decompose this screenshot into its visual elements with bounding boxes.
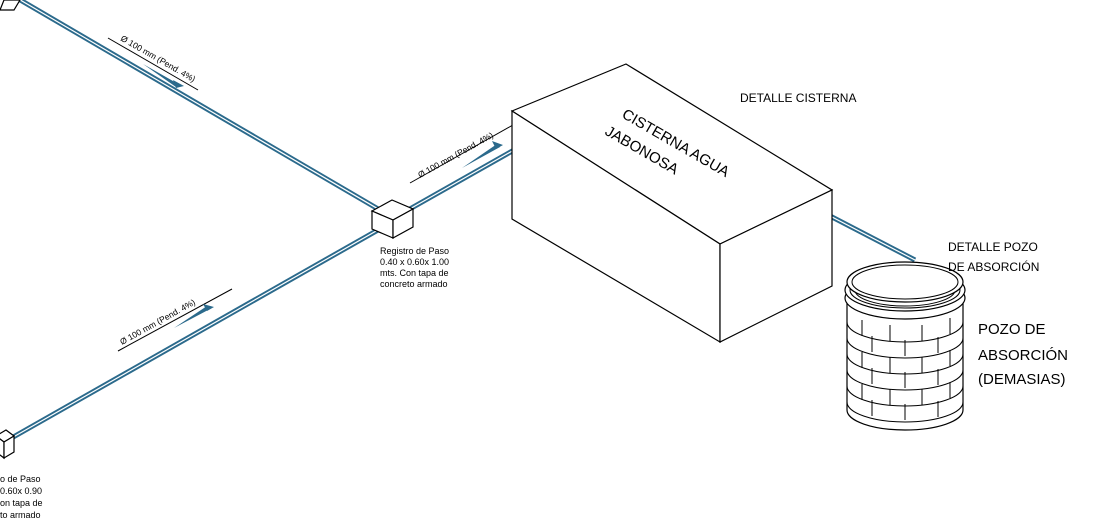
registro-center-line: mts. Con tapa de [380, 268, 449, 278]
flow-arrow [143, 64, 180, 87]
fitting-top-left [0, 0, 21, 11]
detalle-pozo-label: DETALLE POZO DE ABSORCIÓN [948, 240, 1039, 274]
registro-center-box [370, 199, 415, 240]
pozo-title-line: POZO DE [978, 321, 1046, 338]
registro-bottom-line: to armado [0, 510, 41, 520]
pozo-title-line: ABSORCIÓN [978, 347, 1068, 364]
pozo-absorcion [844, 261, 966, 431]
registro-bottom-line: o de Paso [0, 474, 41, 484]
pozo-title: POZO DE ABSORCIÓN (DEMASIAS) [978, 321, 1068, 388]
flow-arrow [174, 306, 210, 328]
pipe-registro-to-cisterna [406, 147, 516, 213]
pipe-label-top-left: Ø 100 mm (Pend. 4%) [119, 33, 197, 84]
registro-center-label: Registro de Paso 0.40 x 0.60x 1.00 mts. … [380, 246, 449, 289]
detalle-pozo-line: DE ABSORCIÓN [948, 259, 1039, 274]
detalle-pozo-line: DETALLE POZO [948, 240, 1038, 254]
registro-bottom-label: o de Paso 0.60x 0.90 on tapa de to armad… [0, 474, 43, 520]
pozo-title-line: (DEMASIAS) [978, 371, 1066, 388]
dimension-top-left [107, 37, 199, 91]
registro-center-line: concreto armado [380, 279, 448, 289]
flow-arrow [462, 144, 500, 168]
dimension-center [409, 120, 521, 184]
registro-bottom-line: 0.60x 0.90 [0, 486, 42, 496]
registro-center-line: 0.40 x 0.60x 1.00 [380, 257, 449, 267]
detalle-cisterna-label: DETALLE CISTERNA [740, 91, 856, 105]
pipe-lower-left [6, 223, 387, 443]
pipe-top-left [15, 0, 387, 216]
registro-center-line: Registro de Paso [380, 246, 449, 256]
cisterna-box [510, 63, 834, 344]
dimension-lower-left [117, 288, 233, 352]
pozo-brick-rows [846, 318, 964, 423]
registro-bottom-line: on tapa de [0, 498, 43, 508]
registro-bottom-box [0, 429, 16, 460]
